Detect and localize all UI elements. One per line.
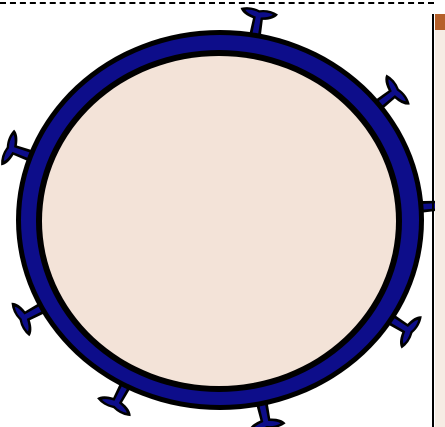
page-edge-rule bbox=[432, 14, 434, 427]
adjacent-page-strip bbox=[435, 14, 445, 427]
frame-interior bbox=[42, 56, 396, 386]
